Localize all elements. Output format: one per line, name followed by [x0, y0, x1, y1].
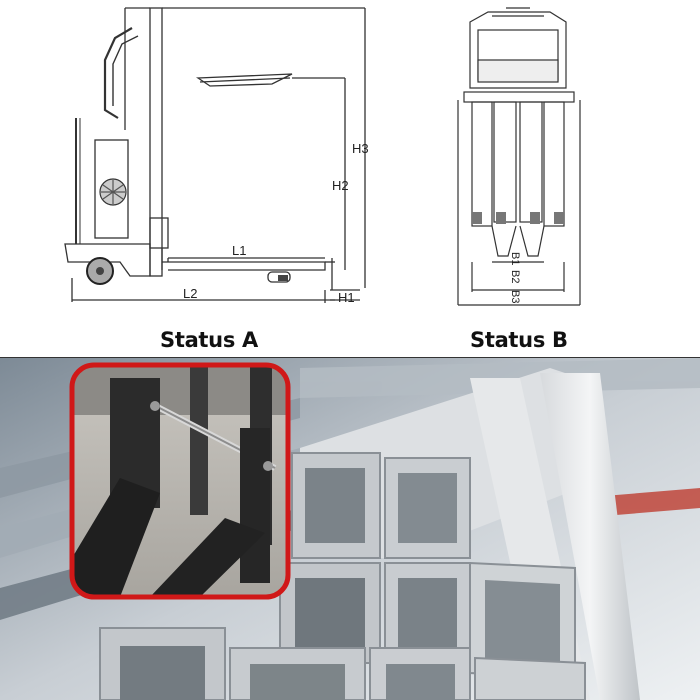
dim-l2-label: L2 [183, 286, 197, 301]
mast [149, 7, 163, 277]
status-b-label: Status B [470, 328, 568, 352]
drive-wheel [86, 257, 114, 285]
section-divider [0, 357, 700, 358]
side-view-drawing: H3 H2 H1 L1 L2 [64, 7, 369, 305]
steel-channel-photo [0, 358, 700, 700]
dim-b1-label: B1 [509, 252, 521, 265]
top-view-drawing: B1 B2 B3 [457, 7, 581, 306]
dim-h2-label: H2 [332, 178, 349, 193]
left-fork [471, 101, 493, 227]
dim-b2-label: B2 [509, 270, 521, 283]
right-fork [543, 101, 565, 227]
power-unit [94, 139, 129, 239]
dim-h3-label: H3 [352, 141, 369, 156]
dim-l1-label: L1 [232, 243, 246, 258]
dim-h1-label: H1 [338, 290, 355, 305]
status-a-label: Status A [160, 328, 258, 352]
fan-grille-icon [99, 178, 127, 206]
fork-attachment-inset [69, 362, 291, 600]
steel-channel-bundle [99, 368, 640, 700]
fork [162, 261, 326, 271]
dim-b3-label: B3 [509, 290, 521, 303]
